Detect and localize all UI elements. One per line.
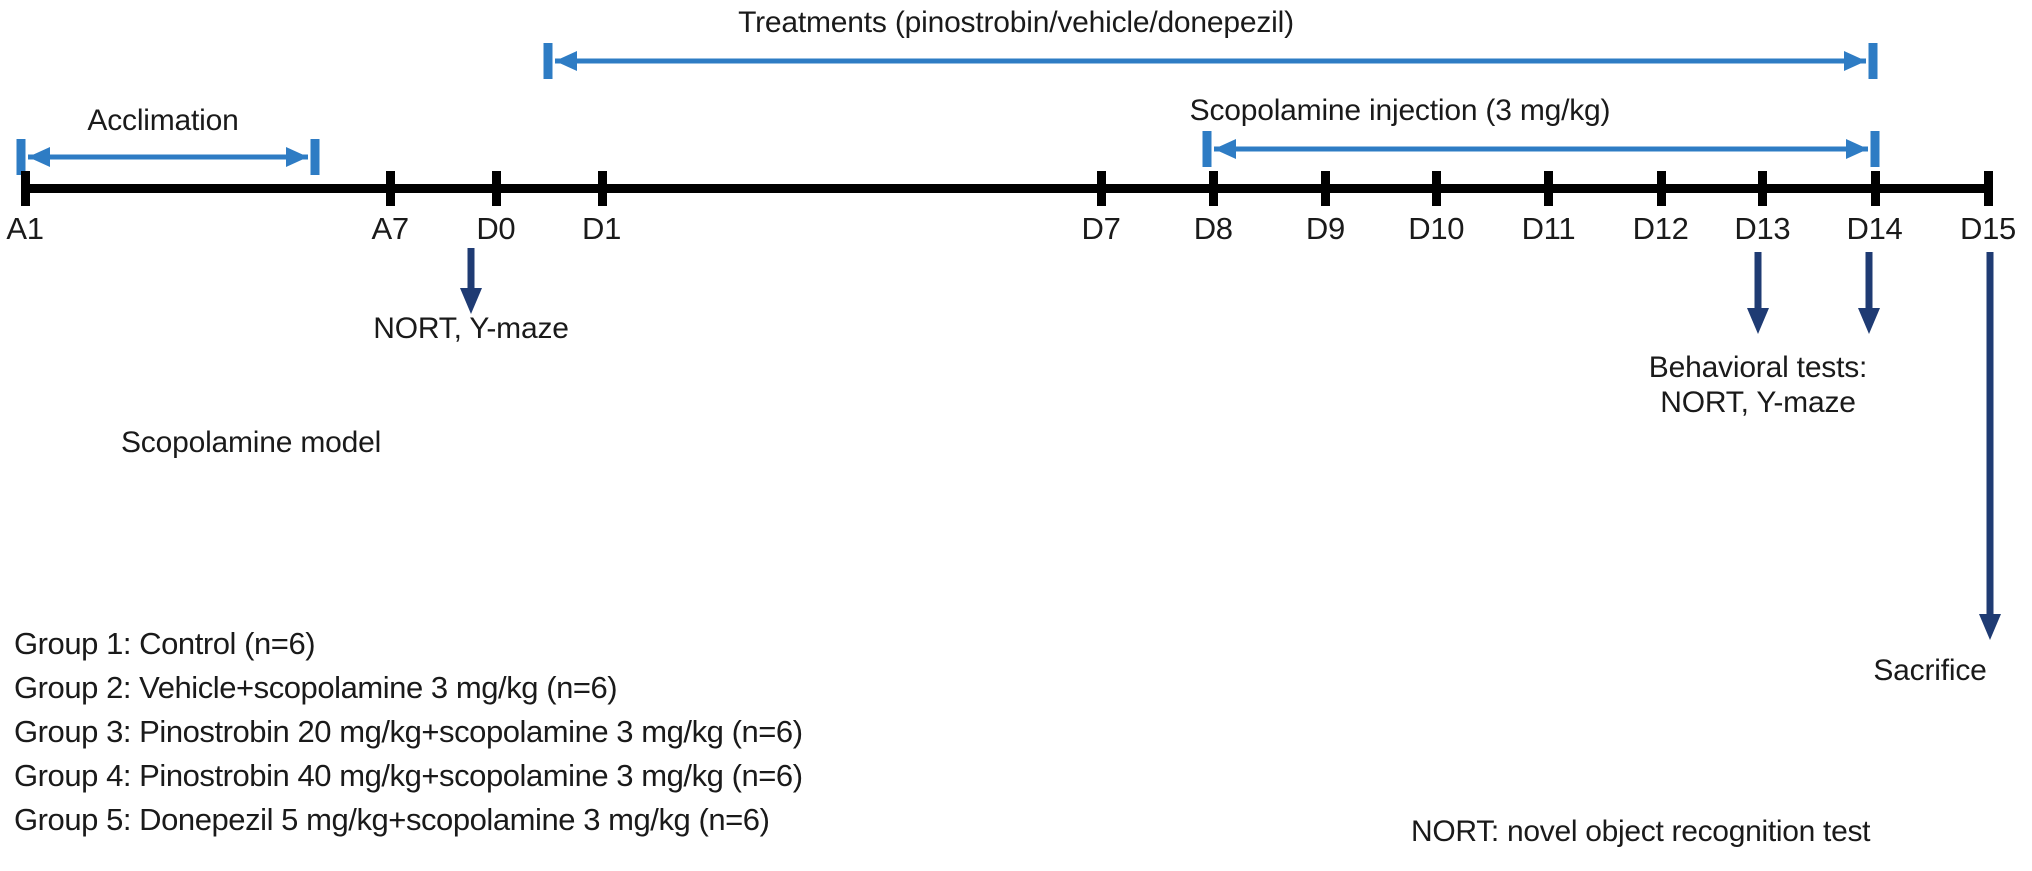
timeline-tick-d12 [1656, 171, 1666, 206]
timeline-tick-a7 [386, 171, 396, 206]
timeline-tick-label-d11: D11 [1521, 211, 1576, 246]
event-arrow-behavioral-tests-d14 [1858, 252, 1880, 336]
model-heading: Scopolamine model [121, 426, 382, 459]
model-group-item: Group 5: Donepezil 5 mg/kg+scopolamine 3… [14, 802, 770, 837]
timeline-tick-d0 [491, 171, 501, 206]
timeline-tick-d1 [597, 171, 607, 206]
event-label-baseline-tests: NORT, Y-maze [373, 312, 569, 345]
timeline-tick-label-d1: D1 [581, 211, 622, 246]
span-arrow-treatments [543, 40, 1878, 82]
footnote-nort: NORT: novel object recognition test [1411, 815, 1871, 848]
event-label-sacrifice: Sacrifice [1873, 654, 1987, 687]
timeline-tick-label-d14: D14 [1846, 211, 1903, 246]
timeline-tick-a1 [21, 171, 30, 206]
timeline-tick-label-d8: D8 [1193, 211, 1233, 246]
model-group-item: Group 3: Pinostrobin 20 mg/kg+scopolamin… [14, 714, 803, 749]
model-group-item: Group 2: Vehicle+scopolamine 3 mg/kg (n=… [14, 670, 618, 705]
event-arrow-sacrifice [1979, 252, 2001, 642]
timeline-tick-label-d13: D13 [1734, 211, 1791, 246]
timeline-tick-d8 [1209, 171, 1219, 206]
timeline-axis [22, 184, 1990, 193]
span-label-acclimation: Acclimation [87, 104, 239, 137]
timeline-tick-d14 [1870, 171, 1880, 206]
event-label-behavioral-tests: Behavioral tests: NORT, Y-maze [1648, 351, 1868, 420]
model-group-list: Group 1: Control (n=6) Group 2: Vehicle+s… [14, 626, 803, 846]
span-label-scopolamine-injection: Scopolamine injection (3 mg/kg) [1189, 94, 1611, 127]
timeline-tick-d15 [1984, 171, 1993, 206]
timeline-tick-d10 [1432, 171, 1442, 206]
timeline-tick-label-d10: D10 [1408, 211, 1465, 246]
span-arrow-acclimation [16, 136, 320, 178]
span-arrow-scopolamine-injection [1202, 128, 1880, 170]
timeline-tick-label-d9: D9 [1305, 211, 1345, 246]
timeline-tick-label-d0: D0 [476, 211, 516, 246]
timeline-tick-label-d12: D12 [1632, 211, 1689, 246]
timeline-tick-label-d15: D15 [1960, 211, 2016, 246]
timeline-tick-d7 [1097, 171, 1107, 206]
timeline-tick-label-d7: D7 [1081, 211, 1121, 246]
timeline-tick-d11 [1544, 171, 1554, 206]
model-group-item: Group 1: Control (n=6) [14, 626, 316, 661]
event-arrow-behavioral-tests-d13 [1747, 252, 1769, 336]
event-arrow-baseline-tests [460, 248, 482, 316]
timeline-tick-label-a1: A1 [6, 211, 44, 246]
timeline-tick-d9 [1321, 171, 1331, 206]
timeline-tick-label-a7: A7 [371, 211, 410, 246]
timeline-tick-d13 [1758, 171, 1768, 206]
span-label-treatments: Treatments (pinostrobin/vehicle/donepezi… [738, 6, 1294, 39]
model-group-item: Group 4: Pinostrobin 40 mg/kg+scopolamin… [14, 758, 803, 793]
